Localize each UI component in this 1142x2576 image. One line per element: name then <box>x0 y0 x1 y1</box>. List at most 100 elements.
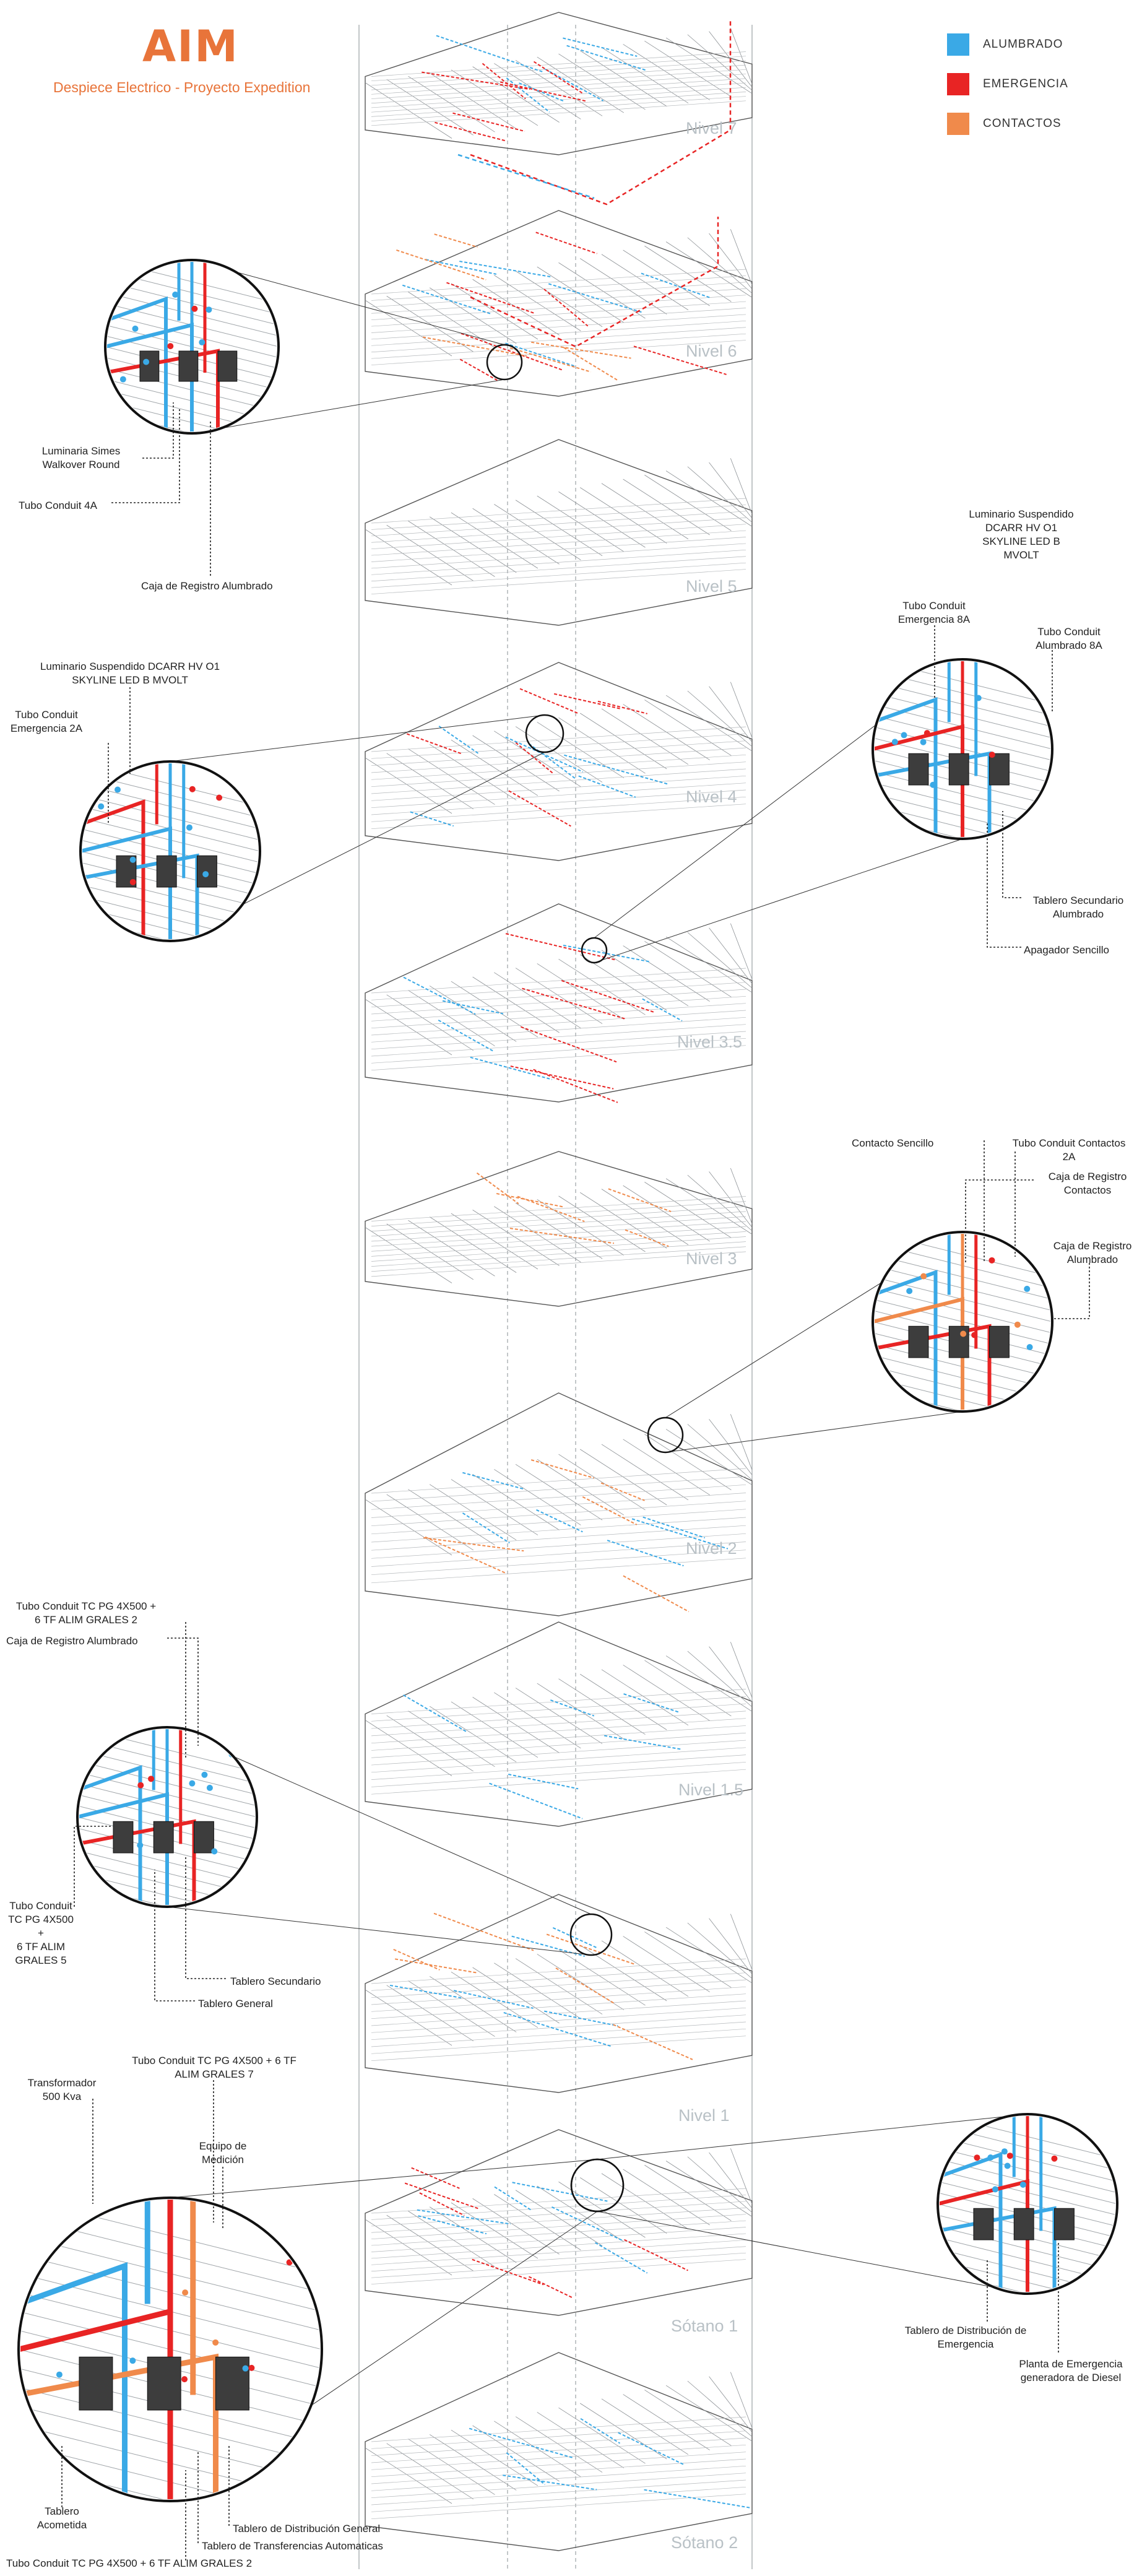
slab-grid <box>371 295 746 321</box>
detail-fixture-dot <box>988 752 995 758</box>
slab-grid <box>371 1476 746 1502</box>
slab-hatch <box>665 1927 753 1984</box>
detail-fixture-dot <box>286 2259 293 2266</box>
slab-outline <box>365 210 753 397</box>
detail-fixture-dot <box>216 794 223 801</box>
slab-hatch <box>580 1449 667 1506</box>
conduit-run <box>607 1540 684 1567</box>
detail-fixture-dot <box>211 1848 218 1855</box>
slab-hatch <box>451 2429 539 2486</box>
slab-grid <box>371 1533 746 1559</box>
leader-line <box>191 259 505 345</box>
conduit-run <box>417 2209 511 2225</box>
slab-grid <box>371 511 746 537</box>
slab-outline <box>365 1151 753 1307</box>
slab-hatch <box>472 1967 560 2024</box>
conduit-run <box>564 754 669 785</box>
slab-hatch <box>601 483 689 540</box>
slab-hatch <box>537 1459 624 1516</box>
slab-hatch <box>472 735 560 792</box>
conduit-run <box>546 1933 635 1965</box>
conduit-run <box>613 2024 693 2060</box>
floor-plate <box>365 2352 753 2551</box>
detail-fixture-dot <box>901 732 907 739</box>
conduit-run <box>519 688 578 714</box>
legend-item-alumbrado: ALUMBRADO <box>947 25 1068 64</box>
slab-grid <box>371 2259 746 2284</box>
emergency-perimeter-run <box>470 217 719 348</box>
leader-line <box>167 1906 592 1956</box>
slab-hatch <box>472 1210 560 1266</box>
conduit-run <box>552 2206 624 2242</box>
conduit-run <box>462 1472 524 1490</box>
conduit-run <box>512 2182 608 2202</box>
slab-hatch <box>709 462 753 519</box>
slab-grid <box>371 1196 746 1221</box>
conduit-run <box>434 233 478 248</box>
detail-fixture-dot <box>181 2376 188 2383</box>
slab-grid <box>371 549 746 575</box>
detail-fixture-dot <box>248 2364 255 2371</box>
conduit-run <box>494 2186 532 2211</box>
slab-hatch <box>494 1962 581 2019</box>
callout-leader <box>111 409 180 503</box>
legend-label-contactos: CONTACTOS <box>983 117 1062 130</box>
slab-hatch <box>644 2390 732 2446</box>
detail-fixture-dot <box>189 786 196 792</box>
conduit-run <box>438 726 479 754</box>
callout-transformador: Transformador 500 Kva <box>27 2077 97 2102</box>
slab-grid <box>371 537 746 562</box>
slab-hatch <box>429 1484 517 1541</box>
detail-fixture-dot <box>920 1273 927 1280</box>
slab-hatch <box>429 2206 517 2263</box>
detail-equipment-box <box>989 1325 1010 1358</box>
slab-hatch <box>386 295 474 352</box>
conduit-run <box>517 1195 585 1222</box>
slab-grid <box>371 2444 746 2470</box>
slab-hatch <box>580 2177 667 2234</box>
callout-tubo-conduit-4a: Tubo Conduit 4A <box>19 500 97 511</box>
conduit-run <box>410 811 454 827</box>
slab-grid <box>371 1201 746 1226</box>
slab-hatch <box>408 748 495 805</box>
detail-fixture-dot <box>1001 2148 1008 2155</box>
detail-fixture-dot <box>189 1780 196 1787</box>
emergency-perimeter-run <box>470 19 732 206</box>
detail-equipment-box <box>908 753 929 786</box>
conduit-run <box>561 979 655 1013</box>
slab-hatch <box>365 1227 452 1283</box>
slab-hatch <box>472 1697 560 1753</box>
slab-hatch <box>472 1474 560 1530</box>
detail-fixture-dot <box>988 1257 995 1264</box>
detail-fixture-dot <box>186 824 192 831</box>
slab-grid <box>371 1010 746 1036</box>
callout-planta-emergencia: Planta de Emergencia generadora de Diese… <box>1019 2358 1123 2383</box>
slab-grid <box>371 1718 746 1744</box>
level-label-nivel-7: Nivel 7 <box>686 119 737 137</box>
conduit-run <box>461 332 563 371</box>
detail-fixture-dot <box>212 2339 219 2346</box>
slab-hatch <box>386 1715 474 1772</box>
slab-grid <box>371 498 746 524</box>
detail-equipment-box <box>973 2208 994 2240</box>
slab-grid <box>371 1979 746 2005</box>
conduit-run <box>509 347 591 373</box>
slab-hatch <box>494 731 581 787</box>
conduit-run <box>642 998 683 1021</box>
conduit-run <box>505 933 616 961</box>
slab-hatch <box>472 2425 560 2482</box>
slab-grid <box>371 1468 746 1494</box>
leader-line <box>597 2211 1028 2294</box>
detail-callout <box>79 714 565 942</box>
slab-hatch <box>601 1669 689 1726</box>
conduit-run <box>482 63 526 100</box>
conduit-run <box>419 2192 465 2216</box>
slab-hatch <box>709 233 753 290</box>
conduit-run <box>578 775 636 798</box>
callout-tablero-transferencias: Tablero de Transferencias Automaticas <box>202 2540 383 2552</box>
detail-contents <box>107 262 277 432</box>
conduit-run <box>418 2215 487 2235</box>
detail-equipment-box <box>139 350 160 382</box>
floor-plate <box>365 903 753 1103</box>
conduit-run <box>506 2452 545 2486</box>
